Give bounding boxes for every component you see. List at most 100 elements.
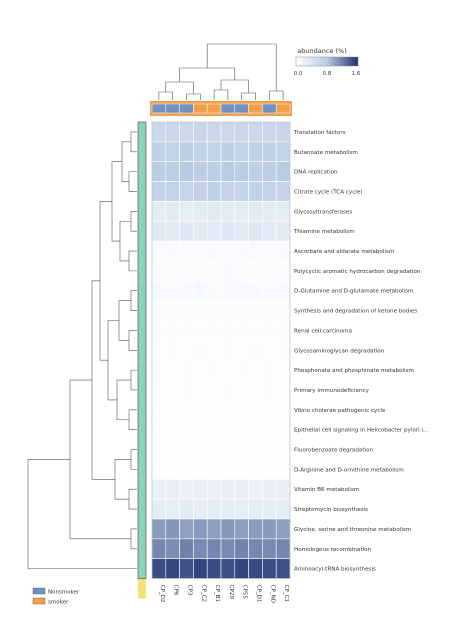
row-group-cell [138, 260, 146, 281]
heatmap-cell [275, 379, 291, 401]
row-label: Fluorobenzoate degradation [294, 448, 373, 454]
heatmap-cell [248, 141, 263, 163]
heatmap-cell [193, 181, 208, 202]
column-group-cell [179, 103, 194, 114]
heatmap-cell [275, 260, 291, 282]
heatmap-cell [179, 280, 194, 301]
row-dendrogram-link [128, 488, 137, 510]
heatmap-cell [165, 459, 180, 480]
heatmap-cell [275, 161, 291, 182]
heatmap-cell [151, 300, 167, 321]
row-group-cell [138, 479, 146, 500]
column-label: CP_C2 [200, 585, 206, 603]
row-group-cell [138, 241, 146, 261]
heatmap-cell [179, 558, 194, 579]
heatmap-cell [179, 121, 194, 143]
heatmap-cell [151, 379, 167, 401]
heatmap-cell [262, 439, 277, 460]
group-legend: Nonsmoker smoker [32, 587, 80, 606]
heatmap-cell [206, 558, 222, 579]
heatmap-cell [234, 538, 249, 559]
heatmap-cell [275, 359, 291, 381]
row-label: Vitamin B6 metabolism [294, 487, 359, 493]
heatmap-cell [179, 419, 194, 440]
heatmap-cell [234, 161, 249, 182]
heatmap-cell [275, 300, 291, 321]
heatmap-cell [179, 359, 194, 381]
heatmap-cell [234, 518, 249, 540]
row-dendrogram-link [121, 141, 131, 182]
heatmap-cell [151, 518, 167, 540]
heatmap-cell [179, 340, 194, 361]
heatmap-cell [262, 459, 277, 480]
group-legend-swatch-nonsmoker [32, 587, 46, 595]
column-group-cell [262, 103, 277, 114]
row-dendrogram-link [130, 449, 137, 470]
heatmap-cell [165, 240, 180, 262]
heatmap-cell [275, 320, 291, 341]
heatmap-cell [262, 419, 277, 440]
heatmap-cell [248, 240, 263, 262]
abundance-legend: abundance (%) 0.0 0.8 1.6 [294, 47, 361, 77]
heatmap-cell [220, 181, 236, 202]
heatmap-cell [206, 201, 222, 222]
heatmap-cell [151, 419, 167, 440]
heatmap-cell [165, 201, 180, 222]
heatmap-cell [248, 121, 263, 143]
heatmap-cell [193, 459, 208, 480]
heatmap-cell [165, 558, 180, 579]
heatmap-cell [193, 141, 208, 163]
heatmap-cell [179, 498, 194, 520]
heatmap-cell [220, 320, 236, 341]
heatmap-cell [248, 379, 263, 401]
heatmap-cell [193, 538, 208, 559]
row-dendrogram [27, 131, 137, 569]
heatmap-cell [151, 240, 167, 262]
row-group-cell [138, 419, 146, 440]
heatmap-cell [220, 518, 236, 540]
row-group-cell [138, 320, 146, 341]
heatmap-cell [275, 558, 291, 579]
heatmap-cell [179, 518, 194, 540]
heatmap-cell [193, 478, 208, 500]
column-group-cell [234, 103, 249, 114]
row-label: Butanoate metabolism [294, 150, 358, 156]
heatmap-cell [151, 220, 167, 242]
heatmap-cell [220, 459, 236, 480]
row-group-cell [138, 399, 146, 420]
heatmap-cell [275, 419, 291, 440]
heatmap-cell [262, 320, 277, 341]
heatmap-cell [248, 300, 263, 321]
column-label: CP_ND [269, 585, 275, 604]
heatmap-cell [206, 518, 222, 540]
heatmap-cell [275, 280, 291, 301]
row-dendrogram-link [130, 369, 137, 391]
row-group-cell [138, 380, 146, 400]
heatmap-cell [275, 498, 291, 520]
row-group-cell [138, 300, 146, 321]
heatmap-cell [193, 161, 208, 182]
column-dendrogram-link [220, 79, 249, 93]
heatmap-cell [248, 260, 263, 282]
heatmap-cell [151, 181, 167, 202]
heatmap-cell [165, 161, 180, 182]
heatmap-cell [248, 161, 263, 182]
column-label: CP55 [242, 585, 248, 600]
heatmap-cell [165, 141, 180, 163]
heatmap-cell [193, 240, 208, 262]
column-dendrogram-link [241, 92, 256, 100]
heatmap-cell [275, 201, 291, 222]
heatmap-cell [234, 141, 249, 163]
heatmap-cell [275, 399, 291, 421]
heatmap-cell [165, 419, 180, 440]
column-group-cell [151, 103, 167, 114]
row-label: Renal cell carcinoma [294, 328, 352, 334]
row-label: Vibrio cholerae pathogenic cycle [294, 408, 386, 414]
heatmap-cell [262, 518, 277, 540]
heatmap-cell [234, 240, 249, 262]
row-group-cell [138, 558, 146, 579]
heatmap-cell [234, 478, 249, 500]
group-legend-label-nonsmoker: Nonsmoker [48, 590, 80, 596]
